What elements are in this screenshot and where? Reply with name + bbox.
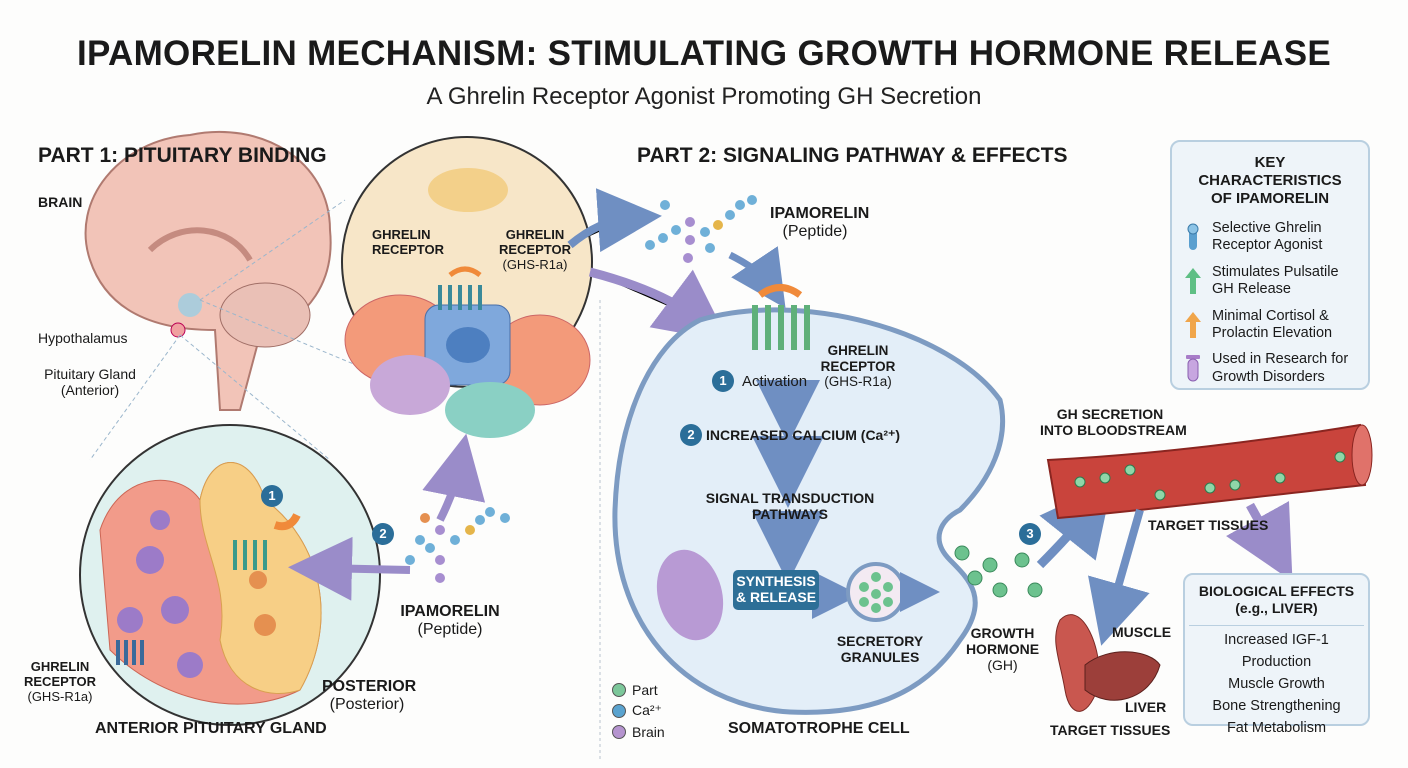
test-tube-icon bbox=[1186, 355, 1200, 382]
biological-effects-panel: BIOLOGICAL EFFECTS(e.g., LIVER) Increase… bbox=[1183, 573, 1370, 736]
step-2-badge: 2 bbox=[372, 523, 394, 545]
target-tissues-top: TARGET TISSUES bbox=[1148, 517, 1269, 533]
orange-up-arrow-icon bbox=[1185, 311, 1201, 338]
green-dot-icon bbox=[612, 682, 626, 697]
calcium-label: INCREASED CALCIUM (Ca²⁺) bbox=[706, 427, 901, 443]
subtitle: A Ghrelin Receptor Agonist Promoting GH … bbox=[426, 83, 982, 110]
synthesis-release-box: SYNTHESIS& RELEASE bbox=[733, 570, 819, 610]
posterior-label: POSTERIOR(Posterior) bbox=[322, 678, 417, 714]
purple-dot-icon bbox=[612, 724, 626, 739]
effect-item: Fat Metabolism bbox=[1226, 719, 1327, 736]
gh-molecules bbox=[954, 545, 1043, 598]
part1-heading: PART 1: PITUITARY BINDING bbox=[38, 144, 327, 167]
pituitary-label: Pituitary Gland(Anterior) bbox=[44, 366, 136, 399]
legend: Part Ca²⁺ Brain bbox=[612, 679, 665, 742]
target-tissues-bottom: TARGET TISSUES bbox=[1050, 722, 1171, 738]
effect-item: Bone Strengthening bbox=[1212, 697, 1341, 714]
step-3-badge: 3 bbox=[1019, 523, 1041, 545]
blood-vessel bbox=[1046, 423, 1373, 520]
activation-label: Activation bbox=[742, 373, 808, 390]
step-1-badge: 1 bbox=[261, 485, 283, 507]
peptide-part1 bbox=[405, 507, 510, 583]
peptide-label-part1: IPAMORELIN(Peptide) bbox=[400, 603, 500, 639]
activation-badge: 1 bbox=[712, 370, 734, 392]
somatotrophe-cell bbox=[612, 284, 1006, 715]
liver-label: LIVER bbox=[1125, 699, 1167, 715]
green-up-arrow-icon bbox=[1185, 267, 1201, 294]
brain-label: BRAIN bbox=[38, 194, 83, 210]
brain-illustration bbox=[84, 130, 332, 411]
peptide-label-part2: IPAMORELIN(Peptide) bbox=[770, 205, 870, 241]
effect-item: Muscle Growth bbox=[1228, 675, 1325, 692]
cell-caption: SOMATOTROPHE CELL bbox=[728, 720, 910, 737]
legend-item-part: Part bbox=[612, 679, 665, 700]
receptor-icon bbox=[1187, 223, 1199, 250]
main-title: IPAMORELIN MECHANISM: STIMULATING GROWTH… bbox=[76, 34, 1332, 73]
gland-caption: ANTERIOR PITUITARY GLAND bbox=[95, 720, 327, 737]
effect-item: Increased IGF-1 Production bbox=[1224, 631, 1329, 670]
muscle-label: MUSCLE bbox=[1112, 624, 1172, 640]
legend-item-calcium: Ca²⁺ bbox=[612, 700, 665, 721]
cell-zoom-circle bbox=[341, 136, 593, 438]
peptide-part2 bbox=[645, 195, 757, 263]
hypothalamus-label: Hypothalamus bbox=[38, 330, 128, 346]
calcium-badge: 2 bbox=[680, 424, 702, 446]
legend-item-brain: Brain bbox=[612, 721, 665, 742]
blue-dot-icon bbox=[612, 703, 626, 718]
key-item-cortisol: Minimal Cortisol &Prolactin Elevation bbox=[1184, 308, 1356, 343]
part2-heading: PART 2: SIGNALING PATHWAY & EFFECTS bbox=[637, 144, 1068, 167]
pituitary-zoom-circle bbox=[79, 424, 381, 726]
liver-illustration bbox=[1084, 651, 1161, 701]
